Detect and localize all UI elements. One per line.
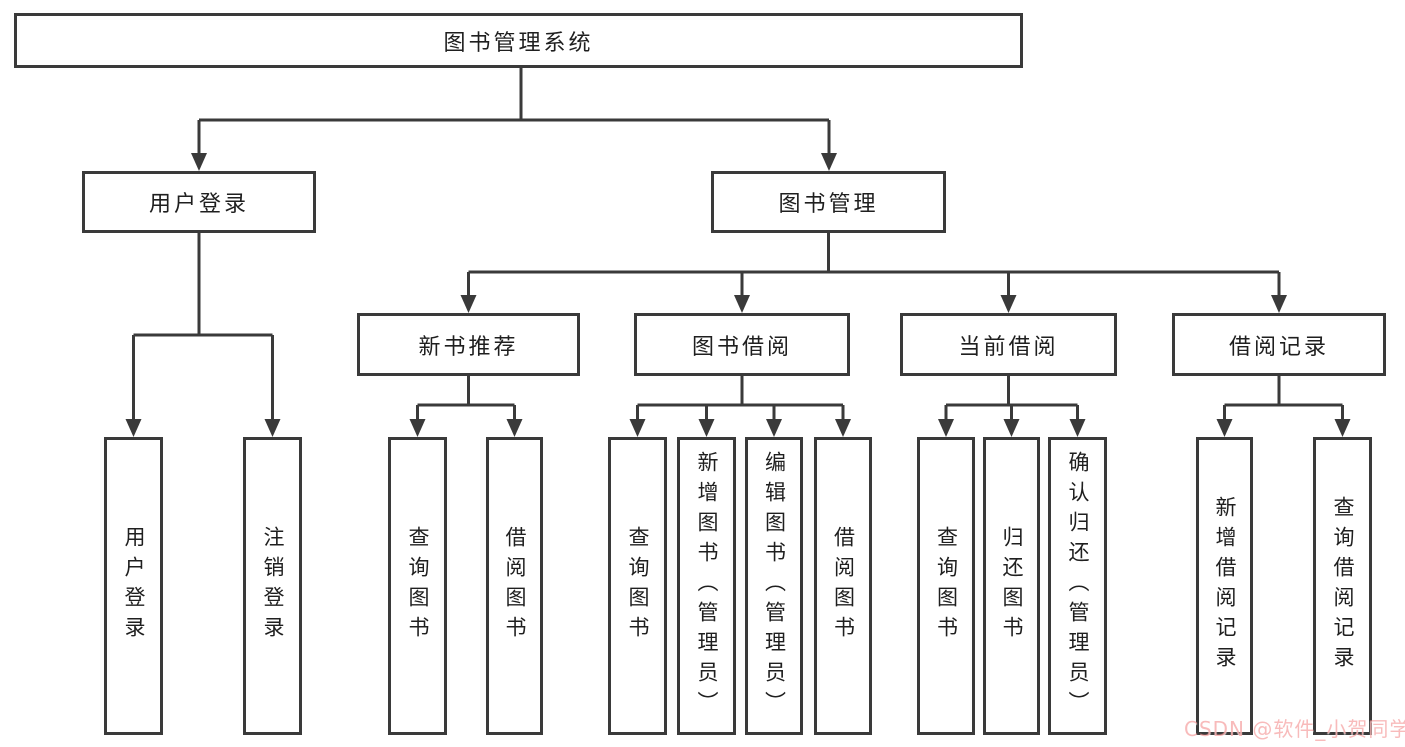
arrowhead-book-mgmt: [821, 153, 837, 171]
arrowhead-leaf-query-books-3: [938, 419, 954, 437]
leaf-confirm-return-admin: 确认归还（管理员）: [1048, 437, 1107, 735]
leaf-logout: 注销登录: [243, 437, 302, 735]
arrowhead-leaf-logout: [264, 419, 281, 437]
arrowhead-leaf-edit-books: [766, 419, 782, 437]
connector-user-login: [132, 233, 274, 420]
arrowhead-book-borrow: [734, 295, 750, 313]
node-book-borrow: 图书借阅: [634, 313, 850, 376]
arrowhead-leaf-borrow-books-2: [835, 419, 851, 437]
arrowhead-user-login: [191, 153, 207, 171]
leaf-return-books: 归还图书: [983, 437, 1040, 735]
connector-book-mgmt: [467, 233, 1281, 296]
connector-book-borrow: [636, 376, 845, 420]
leaf-query-books-1: 查询图书: [388, 437, 447, 735]
leaf-query-borrow-record: 查询借阅记录: [1313, 437, 1372, 735]
node-current-borrow: 当前借阅: [900, 313, 1117, 376]
arrowhead-leaf-add-borrow-record: [1216, 419, 1233, 437]
leaf-borrow-books-2: 借阅图书: [814, 437, 872, 735]
arrowhead-leaf-query-books-1: [409, 419, 426, 437]
node-borrow-record: 借阅记录: [1172, 313, 1386, 376]
arrowhead-current-borrow: [1000, 295, 1017, 313]
node-new-book-recommend: 新书推荐: [357, 313, 580, 376]
csdn-watermark: CSDN @软件_小贺同学: [1184, 717, 1405, 741]
leaf-add-books-admin: 新增图书（管理员）: [677, 437, 736, 735]
leaf-borrow-books-1: 借阅图书: [486, 437, 543, 735]
arrowhead-leaf-borrow-books-1: [506, 419, 523, 437]
arrowhead-leaf-return-books: [1003, 419, 1020, 437]
connector-new-book-recommend: [416, 376, 516, 420]
node-user-login: 用户登录: [82, 171, 316, 233]
arrowhead-new-book-recommend: [460, 295, 477, 313]
arrowhead-leaf-user-login: [125, 419, 142, 437]
arrowhead-leaf-confirm-return: [1069, 419, 1086, 437]
leaf-query-books-2: 查询图书: [608, 437, 667, 735]
connector-borrow-record: [1223, 376, 1344, 420]
leaf-add-borrow-record: 新增借阅记录: [1196, 437, 1253, 735]
connector-current-borrow: [944, 376, 1079, 420]
node-book-mgmt: 图书管理: [711, 171, 946, 233]
arrowhead-leaf-add-books: [698, 419, 715, 437]
leaf-query-books-3: 查询图书: [917, 437, 975, 735]
leaf-user-login: 用户登录: [104, 437, 163, 735]
arrowhead-borrow-record: [1271, 295, 1287, 313]
connector-root: [197, 68, 831, 154]
arrowhead-leaf-query-books-2: [629, 419, 646, 437]
arrowhead-leaf-query-borrow-record: [1334, 419, 1351, 437]
node-root: 图书管理系统: [14, 13, 1023, 68]
leaf-edit-books-admin: 编辑图书（管理员）: [745, 437, 803, 735]
